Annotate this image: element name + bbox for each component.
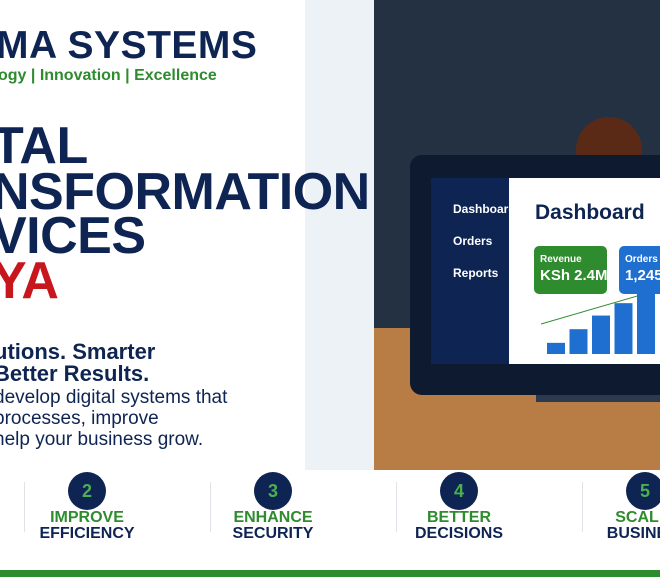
feature-divider — [24, 482, 25, 532]
feature-title-scale: SCAL — [615, 509, 659, 526]
feature-title-better: BETTER — [427, 509, 491, 526]
hero-line-1: TAL — [0, 117, 88, 175]
feature-badge-3: 3 — [254, 472, 292, 510]
chart-bar — [592, 315, 610, 354]
description-line-1: develop digital systems that — [0, 387, 228, 408]
feature-divider — [396, 482, 397, 532]
hero-line-4: YA — [0, 252, 59, 310]
chart-bar — [569, 329, 588, 354]
feature-subtitle-business: BUSINE — [606, 525, 660, 542]
feature-divider — [210, 482, 211, 532]
orders-card: Orders 1,245 — [619, 246, 660, 294]
feature-subtitle-decisions: DECISIONS — [414, 525, 504, 542]
dashboard-title: Dashboard — [535, 201, 645, 224]
feature-badge-2: 2 — [68, 472, 106, 510]
chart-bar — [614, 303, 633, 354]
subheading-line-2: Better Results. — [0, 361, 150, 386]
description-line-2: processes, improve — [0, 408, 159, 429]
orders-label: Orders — [625, 254, 658, 265]
dashboard-screen: Dashboard Orders Reports Dashboard Reven… — [431, 178, 660, 364]
orders-value: 1,245 — [625, 267, 660, 284]
feature-badge-4: 4 — [440, 472, 478, 510]
chart-bar — [547, 342, 565, 354]
feature-title-improve: IMPROVE — [50, 509, 124, 526]
revenue-label: Revenue — [540, 254, 582, 265]
hero-panel — [0, 0, 305, 470]
divider-stripe — [305, 0, 374, 470]
description-line-3: help your business grow. — [0, 429, 204, 450]
bottom-accent-bar — [0, 570, 660, 577]
features-strip — [0, 470, 660, 570]
laptop-base — [536, 392, 660, 402]
feature-badge-5: 5 — [626, 472, 660, 510]
dashboard-nav-orders[interactable]: Orders — [453, 234, 493, 248]
feature-subtitle-efficiency: EFFICIENCY — [39, 525, 135, 542]
dashboard-nav-reports[interactable]: Reports — [453, 266, 499, 280]
subheading-line-1: utions. Smarter — [0, 339, 156, 364]
brand-name: MA SYSTEMS — [0, 24, 258, 67]
brand-tagline: ogy | Innovation | Excellence — [0, 67, 217, 84]
hero-line-3: VICES — [0, 207, 146, 265]
chart-bar — [637, 292, 655, 354]
revenue-value: KSh 2.4M — [540, 267, 608, 284]
feature-divider — [582, 482, 583, 532]
dashboard-sidebar: Dashboard Orders Reports — [431, 178, 516, 364]
dashboard-nav-dashboard[interactable]: Dashboard — [453, 202, 516, 216]
feature-subtitle-security: SECURITY — [232, 525, 314, 542]
revenue-card: Revenue KSh 2.4M — [534, 246, 608, 294]
trend-line — [541, 291, 652, 325]
hero-line-2: NSFORMATION — [0, 163, 370, 221]
feature-title-enhance: ENHANCE — [233, 509, 313, 526]
mini-bar-chart — [541, 291, 655, 354]
